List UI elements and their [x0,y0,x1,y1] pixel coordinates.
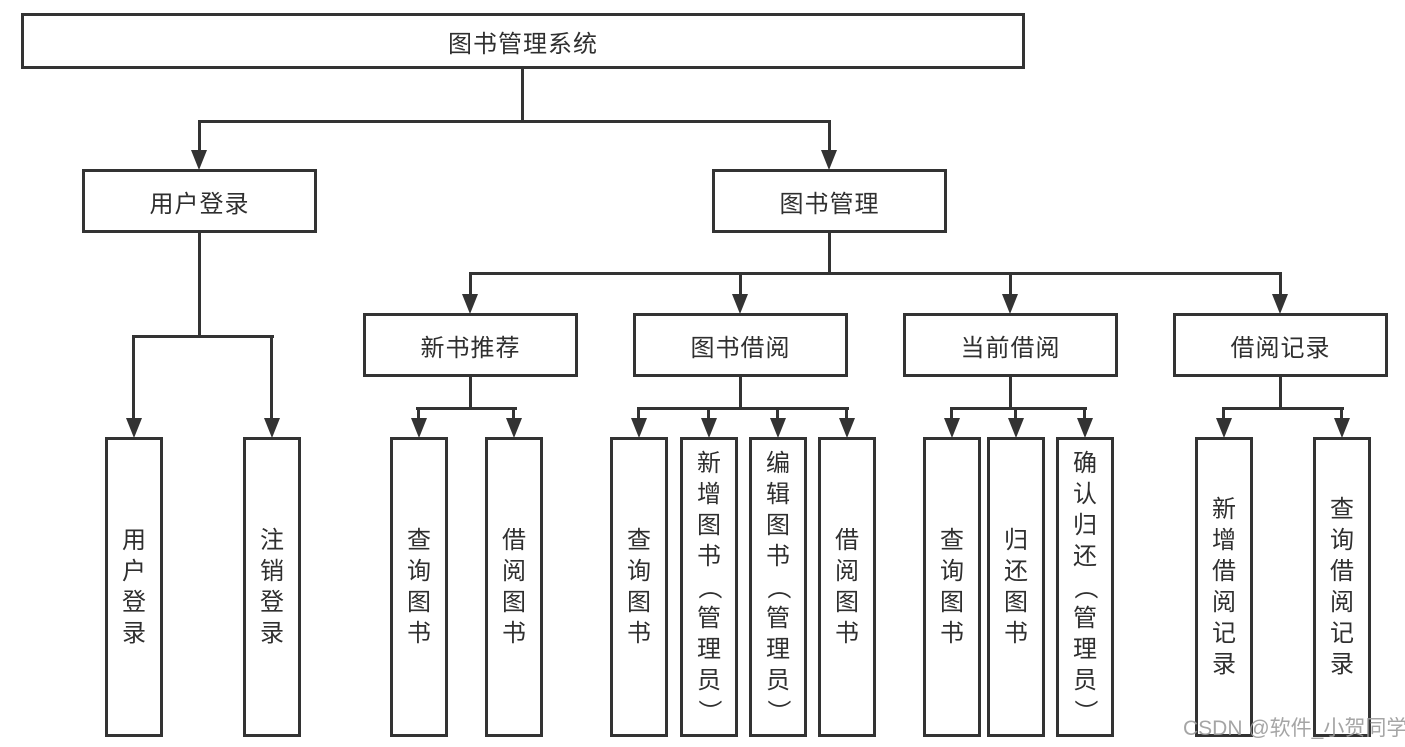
connector-userlogin-hbar [132,335,274,338]
leaf-add-books-admin: 新增图书（管理员） [680,437,738,737]
watermark: CSDN @软件_小贺同学 [1183,717,1405,740]
node-book-borrowing-label: 图书借阅 [690,334,791,362]
arrowhead-icon [191,150,207,170]
connector-bookmgmt-hbar [469,272,1282,275]
node-library-system-label: 图书管理系统 [448,30,598,58]
connector-bookmgmt-drop4 [1279,272,1282,296]
connector-recommend-drop2 [512,407,515,420]
arrowhead-icon [462,294,478,314]
connector-borrowing-drop4 [845,407,848,420]
connector-records-drop1 [1222,407,1225,420]
leaf-add-borrow-record: 新增借阅记录 [1195,437,1253,737]
leaf-edit-books-admin: 编辑图书（管理员） [749,437,807,737]
arrowhead-icon [701,418,717,438]
arrowhead-icon [1334,418,1350,438]
node-user-login-label: 用户登录 [149,190,250,218]
arrowhead-icon [732,294,748,314]
connector-current-stem [1009,377,1012,407]
leaf-logout: 注销登录 [243,437,301,737]
node-library-system: 图书管理系统 [21,13,1025,69]
arrowhead-icon [944,418,960,438]
connector-recommend-stem [469,377,472,407]
connector-recommend-drop1 [417,407,420,420]
arrowhead-icon [126,418,142,438]
connector-recommend-hbar [416,407,517,410]
leaf-borrow-books-recommend: 借阅图书 [485,437,543,737]
connector-current-drop1 [950,407,953,420]
connector-bookmgmt-drop2 [739,272,742,296]
arrowhead-icon [411,418,427,438]
node-book-borrowing: 图书借阅 [633,313,848,377]
connector-bookmgmt-stem [828,233,831,272]
arrowhead-icon [1002,294,1018,314]
connector-current-drop3 [1083,407,1086,420]
node-new-book-recommendation-label: 新书推荐 [420,334,521,362]
arrowhead-icon [1077,418,1093,438]
leaf-query-borrow-record: 查询借阅记录 [1313,437,1371,737]
leaf-query-books-recommend: 查询图书 [390,437,448,737]
arrowhead-icon [631,418,647,438]
connector-records-hbar [1222,407,1344,410]
connector-borrowing-drop3 [776,407,779,420]
leaf-borrow-books-borrowing: 借阅图书 [818,437,876,737]
connector-root-right-drop [828,120,831,152]
leaf-query-books-borrowing: 查询图书 [610,437,668,737]
arrowhead-icon [1008,418,1024,438]
node-borrowing-records-label: 借阅记录 [1230,334,1331,362]
arrowhead-icon [506,418,522,438]
node-book-management: 图书管理 [712,169,947,233]
node-borrowing-records: 借阅记录 [1173,313,1388,377]
connector-borrowing-drop1 [637,407,640,420]
connector-root-left-drop [198,120,201,152]
arrowhead-icon [1272,294,1288,314]
connector-userlogin-drop1 [132,335,135,420]
arrowhead-icon [1216,418,1232,438]
connector-userlogin-drop2 [270,335,273,420]
connector-records-stem [1279,377,1282,407]
node-current-borrowing-label: 当前借阅 [960,334,1061,362]
arrowhead-icon [839,418,855,438]
connector-current-drop2 [1014,407,1017,420]
arrowhead-icon [770,418,786,438]
connector-bookmgmt-drop1 [469,272,472,296]
connector-borrowing-stem [739,377,742,407]
connector-current-hbar [950,407,1087,410]
leaf-user-login: 用户登录 [105,437,163,737]
connector-records-drop2 [1340,407,1343,420]
leaf-confirm-return-admin: 确认归还（管理员） [1056,437,1114,737]
node-current-borrowing: 当前借阅 [903,313,1118,377]
leaf-query-books-current: 查询图书 [923,437,981,737]
connector-userlogin-stem [198,233,201,335]
arrowhead-icon [264,418,280,438]
leaf-return-books: 归还图书 [987,437,1045,737]
connector-borrowing-drop2 [707,407,710,420]
node-user-login: 用户登录 [82,169,317,233]
connector-bookmgmt-drop3 [1009,272,1012,296]
connector-borrowing-hbar [637,407,849,410]
node-new-book-recommendation: 新书推荐 [363,313,578,377]
node-book-management-label: 图书管理 [779,190,880,218]
connector-root-stem [521,69,524,120]
connector-root-hbar [198,120,831,123]
arrowhead-icon [821,150,837,170]
